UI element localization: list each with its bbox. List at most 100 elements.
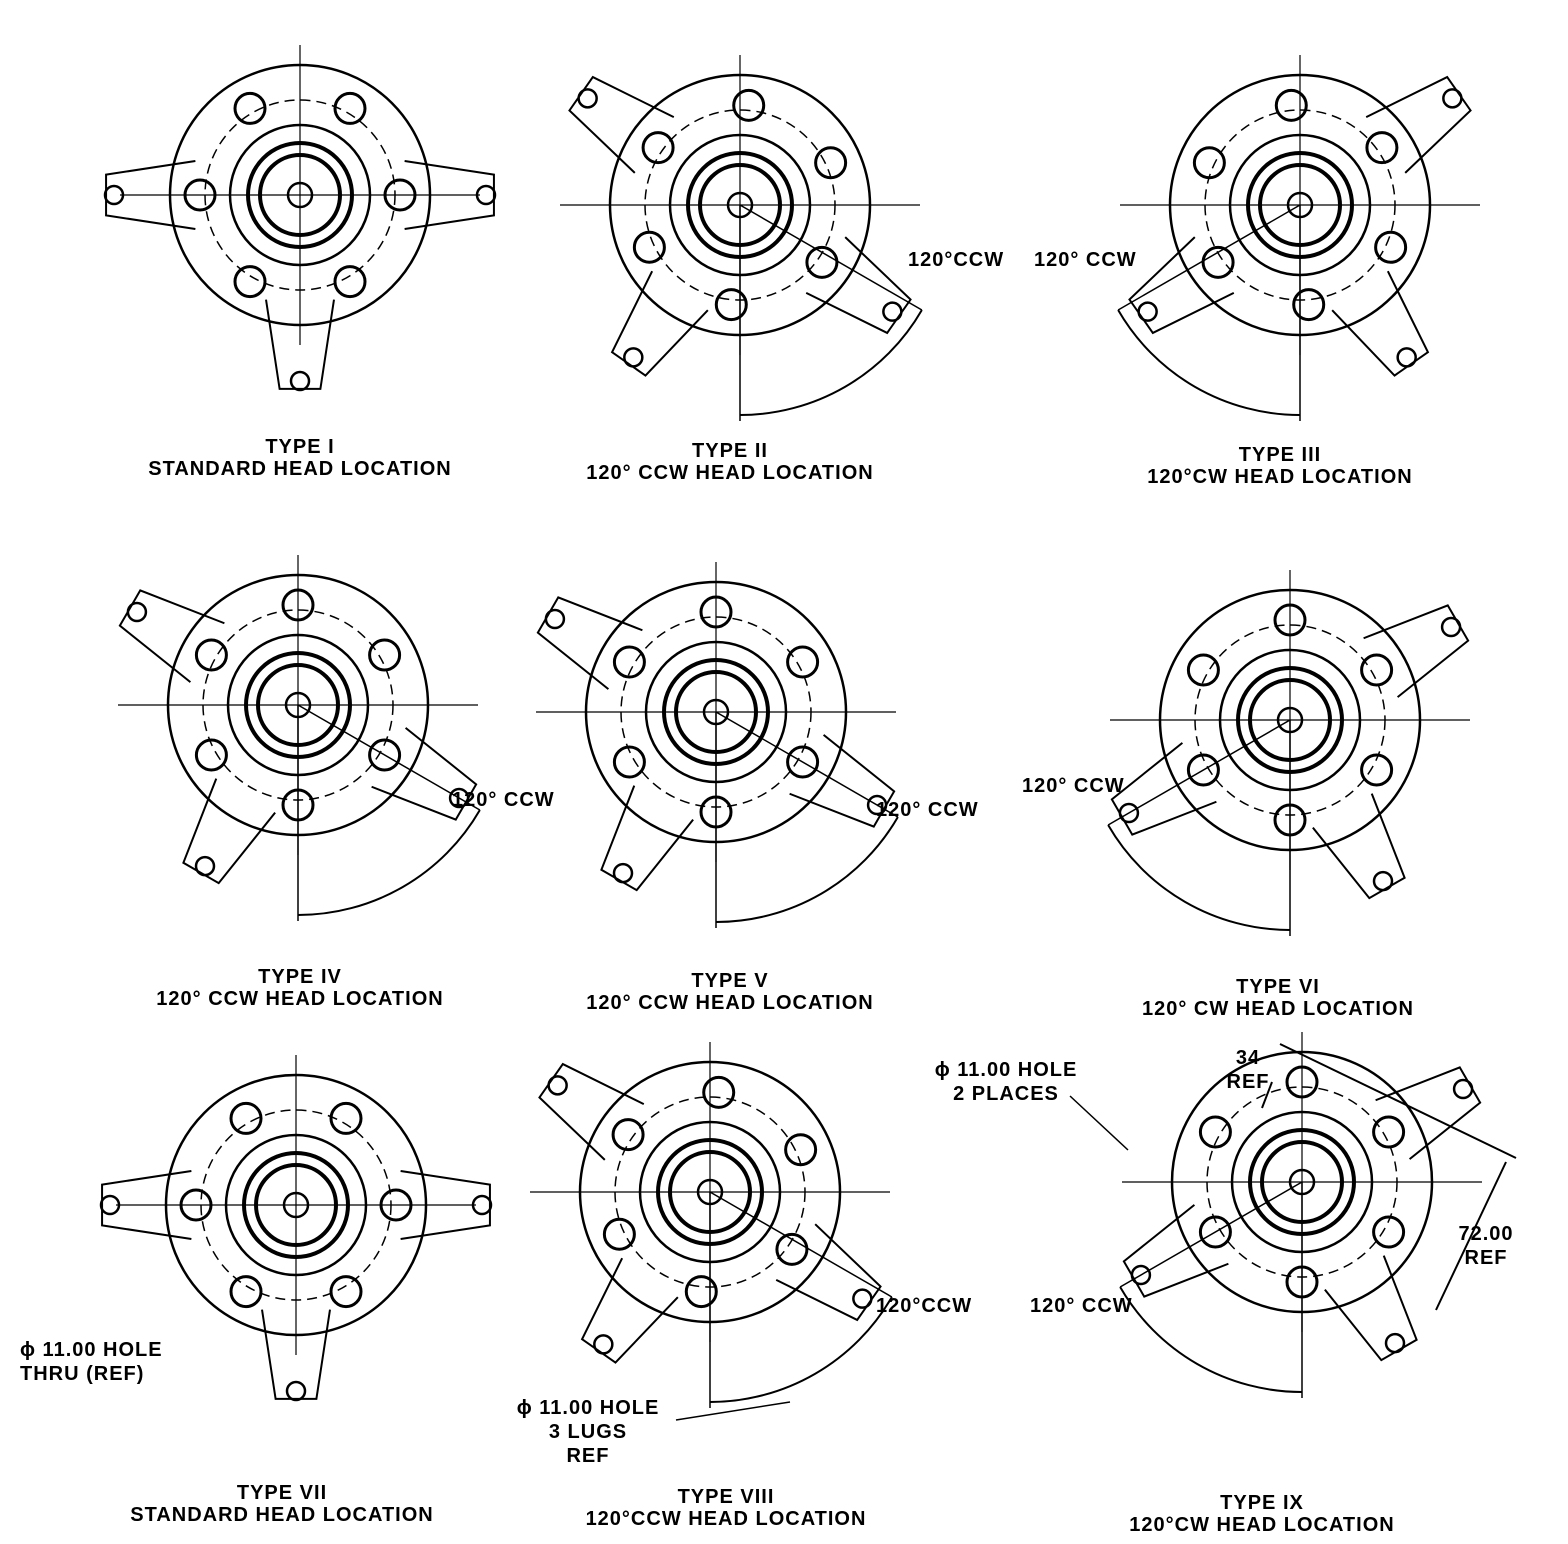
- lug-hole-icon: [1442, 88, 1463, 109]
- bolt-hole-icon: [786, 745, 820, 779]
- type-ii-location: 120° CCW HEAD LOCATION: [586, 462, 874, 484]
- lug-hole-icon: [448, 787, 470, 809]
- bolt-hole-icon: [233, 265, 267, 299]
- lug-hole-icon: [882, 301, 903, 322]
- type-viii-location: 120°CCW HEAD LOCATION: [585, 1508, 867, 1530]
- type-ix-name: TYPE IX: [1220, 1492, 1304, 1514]
- lug-hole-icon: [544, 608, 566, 630]
- lug-hole-icon: [1396, 347, 1417, 368]
- type-i-name: TYPE I: [265, 436, 335, 458]
- ccw-rotation-arc: [1119, 1286, 1303, 1393]
- type-iv-location: 120° CCW HEAD LOCATION: [156, 988, 444, 1010]
- lug-hole-icon: [194, 855, 216, 877]
- hole-3-lugs-line2: 3 LUGS: [548, 1421, 628, 1443]
- hole-3-lugs-line1: ϕ 11.00 HOLE: [516, 1397, 660, 1419]
- bolt-hole-icon: [233, 91, 267, 125]
- bolt-hole-icon: [194, 738, 228, 772]
- type-iii-angle: 120° CCW: [1034, 249, 1137, 271]
- lug-hole-icon: [1118, 802, 1140, 824]
- type-i-location: STANDARD HEAD LOCATION: [148, 458, 452, 480]
- lug-hole-icon: [289, 370, 311, 392]
- type-viii-name: TYPE VIII: [677, 1486, 775, 1508]
- bolt-hole-icon: [1274, 88, 1308, 122]
- mounting-lug: [568, 75, 675, 174]
- type-viii-caption: TYPE VIII 120°CCW HEAD LOCATION: [586, 1486, 867, 1530]
- bolt-hole-icon: [368, 638, 402, 672]
- type-vii-location: STANDARD HEAD LOCATION: [130, 1504, 434, 1526]
- bolt-hole-icon: [1198, 1215, 1232, 1249]
- hole-3-lugs-line3: REF: [566, 1445, 610, 1467]
- bolt-hole-icon: [1186, 753, 1220, 787]
- lug-hole-icon: [852, 1288, 873, 1309]
- ccw-rotation-arc: [715, 816, 899, 923]
- type-ix-angle: 120° CCW: [1030, 1295, 1133, 1317]
- hole-2-places-note: ϕ 11.00 HOLE 2 PLACES: [935, 1058, 1078, 1106]
- lug-hole-icon: [623, 347, 644, 368]
- ccw-rotation-arc: [709, 1296, 893, 1403]
- ccw-rotation-arc: [739, 309, 923, 416]
- pump-unit-1: [103, 45, 497, 392]
- bolt-hole-icon: [602, 1217, 636, 1251]
- bolt-hole-icon: [329, 1275, 363, 1309]
- dim-34-value: 34: [1235, 1047, 1261, 1069]
- type-v-location: 120° CCW HEAD LOCATION: [586, 992, 874, 1014]
- type-v-angle: 120° CCW: [876, 799, 979, 821]
- mounting-lug: [1331, 270, 1430, 377]
- dim-34-ref: 34 REF: [1227, 1046, 1270, 1094]
- bolt-hole-icon: [1372, 1215, 1406, 1249]
- type-ii-angle: 120°CCW: [908, 249, 1005, 271]
- ccw-rotation-arc: [1107, 824, 1291, 931]
- bolt-hole-icon: [775, 1232, 809, 1266]
- dim-72-extension: [1279, 1043, 1517, 1159]
- bolt-hole-icon: [1192, 146, 1226, 180]
- arc-reference-line: [739, 204, 923, 311]
- type-iv-caption: TYPE IV 120° CCW HEAD LOCATION: [156, 966, 443, 1010]
- lug-hole-icon: [593, 1334, 614, 1355]
- rotation-arcs: [297, 204, 1303, 1408]
- bolt-hole-icon: [333, 91, 367, 125]
- dim-72-ref: 72.00 REF: [1458, 1222, 1513, 1270]
- bolt-hole-icon: [333, 265, 367, 299]
- arc-reference-line: [1119, 1181, 1303, 1288]
- bolt-hole-icon: [1198, 1115, 1232, 1149]
- bolt-hole-icon: [714, 288, 748, 322]
- arc-reference-line: [297, 704, 481, 811]
- type-iv-name: TYPE IV: [258, 966, 342, 988]
- type-vii-name: TYPE VII: [236, 1482, 328, 1504]
- pump-units: [99, 45, 1482, 1402]
- bolt-hole-icon: [1360, 753, 1394, 787]
- lug-hole-icon: [612, 862, 634, 884]
- bolt-hole-icon: [786, 645, 820, 679]
- bolt-hole-icon: [612, 645, 646, 679]
- lug-hole-icon: [1137, 301, 1158, 322]
- bolt-hole-icon: [1360, 653, 1394, 687]
- arc-reference-line: [715, 711, 899, 818]
- hole-3-lugs-leader: [675, 1401, 791, 1421]
- dim-72-line: [1435, 1161, 1507, 1311]
- type-ix-caption: TYPE IX 120°CW HEAD LOCATION: [1129, 1492, 1394, 1536]
- dimension-lines: [675, 1043, 1517, 1421]
- bolt-hole-icon: [1186, 653, 1220, 687]
- bolt-hole-icon: [702, 1075, 736, 1109]
- lug-hole-icon: [1452, 1078, 1474, 1100]
- bolt-hole-icon: [805, 245, 839, 279]
- mounting-lug: [580, 1257, 679, 1364]
- lug-hole-icon: [285, 1380, 307, 1402]
- arc-reference-line: [709, 1191, 893, 1298]
- hole-2-places-line1: ϕ 11.00 HOLE: [934, 1059, 1078, 1081]
- type-vi-location: 120° CW HEAD LOCATION: [1142, 998, 1414, 1020]
- type-iii-location: 120°CW HEAD LOCATION: [1147, 466, 1413, 488]
- lug-hole-icon: [866, 794, 888, 816]
- bolt-hole-icon: [229, 1101, 263, 1135]
- type-ix-location: 120°CW HEAD LOCATION: [1129, 1514, 1395, 1536]
- lug-hole-icon: [1440, 616, 1462, 638]
- bolt-hole-icon: [329, 1101, 363, 1135]
- type-viii-angle: 120°CCW: [876, 1295, 973, 1317]
- bolt-hole-icon: [641, 131, 675, 165]
- lug-hole-icon: [126, 601, 148, 623]
- mounting-lug: [610, 270, 709, 377]
- hole-thru-line1: ϕ 11.00 HOLE: [20, 1339, 163, 1361]
- lug-hole-icon: [1372, 870, 1394, 892]
- type-ii-caption: TYPE II 120° CCW HEAD LOCATION: [586, 440, 873, 484]
